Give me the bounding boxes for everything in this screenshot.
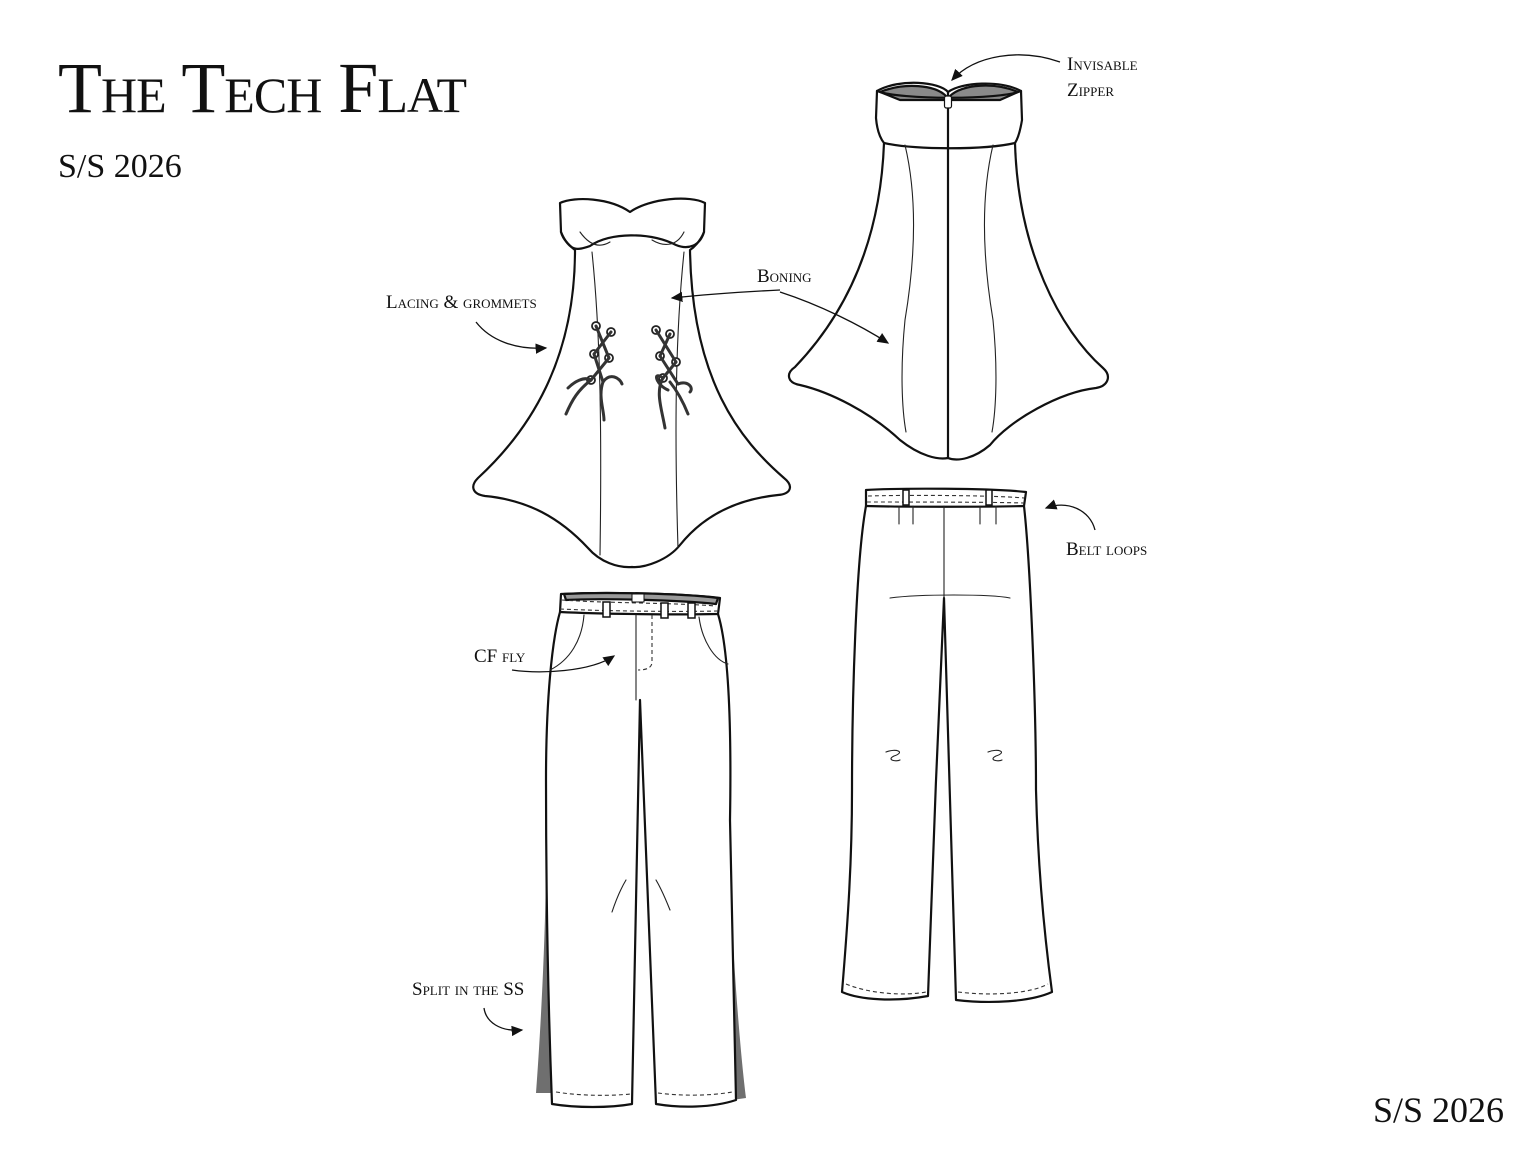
arrow-boning-back [779,291,890,344]
label-invisible-zipper-line1: Invisable [1067,54,1138,75]
arrow-lacing [475,321,548,354]
arrow-cf-fly [511,655,616,673]
arrow-belt-loops [1044,499,1096,531]
label-belt-loops: Belt loops [1066,539,1148,560]
label-invisible-zipper-line2: Zipper [1067,80,1115,101]
back-trousers-sketch [840,487,1054,1004]
label-boning: Boning [757,266,812,287]
arrow-split-side-seam [483,1007,524,1037]
arrow-boning-front [670,289,781,303]
label-split-side-seam: Split in the SS [412,979,525,1000]
label-cf-fly: CF fly [474,646,526,667]
arrow-invisible-zipper [951,54,1061,81]
back-corset-sketch [787,81,1109,461]
season-heading: S/S 2026 [58,148,182,185]
front-corset-sketch [472,197,792,569]
page-title: The Tech Flat [58,48,467,128]
label-lacing-grommets: Lacing & grommets [386,292,537,313]
front-trousers-sketch [536,591,746,1109]
season-footer: S/S 2026 [1372,1090,1504,1130]
callout-arrows [475,54,1096,1037]
lacing-grommets [564,321,693,430]
label-invisible-zipper: Invisable Zipper [1067,52,1138,104]
